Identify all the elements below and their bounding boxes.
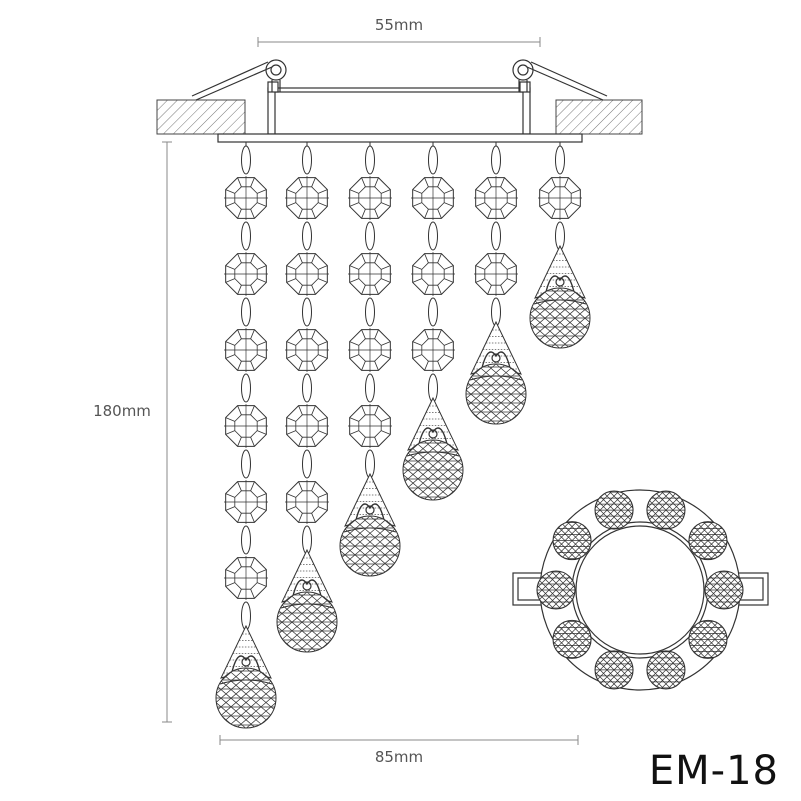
crystal-strand	[215, 142, 277, 729]
recessed-housing	[217, 81, 583, 143]
height-dimension: 180mm	[93, 141, 172, 723]
bottom-width-label: 85mm	[375, 748, 423, 766]
height-label: 180mm	[93, 402, 151, 420]
bottom-view	[512, 489, 769, 691]
crystal-strand	[402, 142, 464, 501]
top-width-label: 55mm	[375, 16, 423, 34]
bottom-width-dimension: 85mm	[219, 735, 579, 766]
top-width-dimension: 55mm	[257, 16, 541, 47]
crystal-strand	[529, 142, 591, 349]
ceiling-section	[156, 99, 643, 135]
spring-clip-left	[191, 59, 287, 101]
ring-crystal	[536, 570, 576, 610]
ring-crystal	[594, 650, 634, 690]
spring-clip-right	[512, 59, 608, 101]
model-number: EM-18	[648, 748, 779, 794]
